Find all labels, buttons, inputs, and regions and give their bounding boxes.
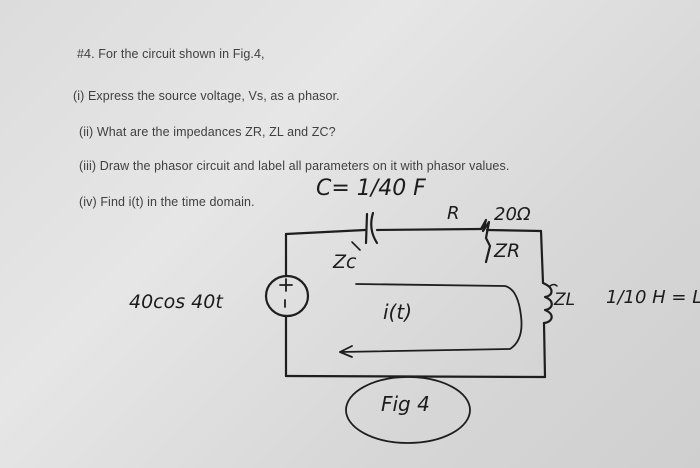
part-i: (i) Express the source voltage, Vs, as a…: [73, 89, 340, 103]
current-loop: [339, 283, 523, 353]
part-iv: (iv) Find i(t) in the time domain.: [79, 195, 255, 209]
problem-title: #4. For the circuit shown in Fig.4,: [77, 47, 265, 61]
current-arrow: [339, 345, 353, 358]
wire-top-middle: [375, 227, 483, 232]
inductor-label: 1/10 H = L: [606, 287, 700, 308]
capacitor-plate-left: [364, 212, 369, 245]
fig-label: Fig 4: [381, 392, 430, 416]
resistor-value: 20Ω: [494, 204, 531, 225]
wire-top-right: [485, 228, 543, 233]
zc-label: Zc: [333, 251, 357, 273]
capacitor-plate-right: [370, 211, 379, 245]
resistor-symbol: [479, 218, 492, 264]
wire-top-left: [284, 228, 367, 236]
wire-right-lower: [542, 321, 547, 379]
voltage-source: [264, 274, 310, 318]
plus-sign: [279, 278, 293, 292]
wire-right-upper: [539, 229, 545, 285]
zr-label: ZR: [494, 240, 521, 262]
zc-leader: [351, 241, 361, 251]
inductor-mark: [549, 283, 558, 287]
resistor-label: R: [447, 203, 460, 224]
source-label: 40cos 40t: [129, 291, 223, 313]
current-label: i(t): [383, 300, 413, 324]
part-iii: (iii) Draw the phasor circuit and label …: [79, 159, 510, 173]
inductor-symbol: [541, 281, 553, 325]
part-ii: (ii) What are the impedances ZR, ZL and …: [79, 125, 336, 139]
zl-label: ZL: [554, 290, 576, 310]
capacitor-label: C= 1/40 F: [316, 176, 426, 201]
fig-ellipse: [345, 376, 471, 444]
